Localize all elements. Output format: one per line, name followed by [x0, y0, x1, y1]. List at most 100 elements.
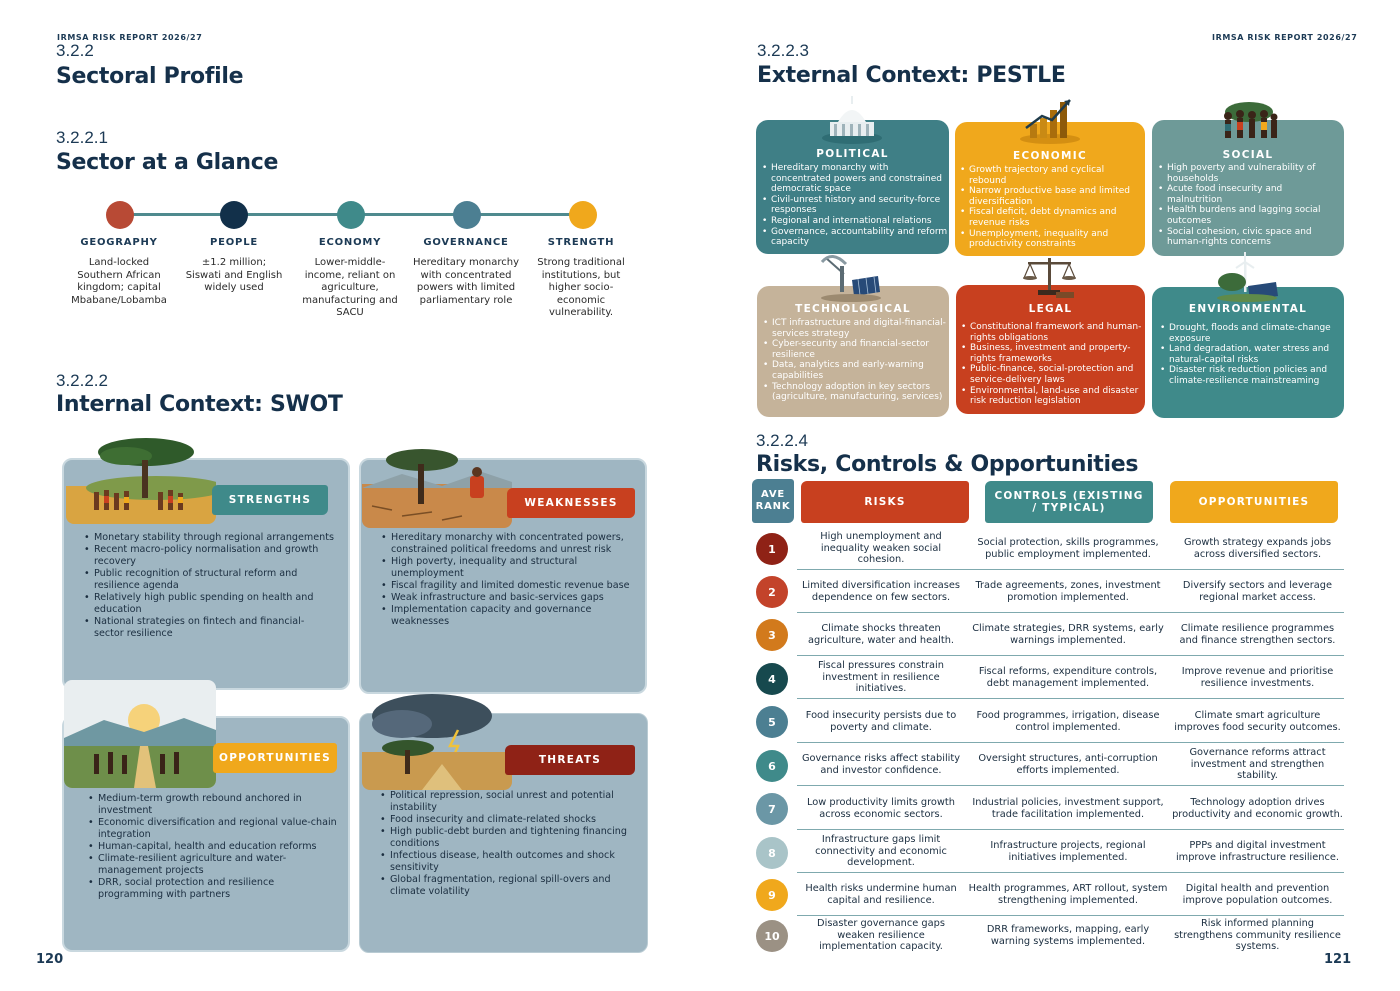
- glance-text: Lower-middle-income, reliant on agricult…: [302, 257, 398, 318]
- risk-cell: Food insecurity persists due to poverty …: [805, 709, 957, 733]
- pestle-item: Narrow productive base and limited diver…: [960, 186, 1144, 207]
- pestle-item: Land degradation, water stress and natur…: [1160, 344, 1340, 365]
- people-group-icon: [1224, 102, 1278, 138]
- justice-scales-icon: [1023, 258, 1076, 298]
- pestle-item: Fiscal deficit, debt dynamics and revenu…: [960, 207, 1144, 228]
- rank-badge: 8: [756, 837, 788, 869]
- pestle-card-title: TECHNOLOGICAL: [795, 303, 911, 315]
- column-header-rank: AVE RANK: [752, 479, 794, 523]
- table-row: Low productivity limits growth across ec…: [797, 787, 1344, 830]
- glance-label: PEOPLE: [210, 237, 258, 248]
- swot-item: Monetary stability through regional arra…: [84, 532, 334, 544]
- section-title-sectoral: Sectoral Profile: [56, 64, 244, 89]
- rank-badge: 7: [756, 793, 788, 825]
- control-cell: Fiscal reforms, expenditure controls, de…: [978, 665, 1158, 689]
- acacia-tree-icon: [66, 438, 216, 524]
- pestle-environmental-card: ENVIRONMENTAL Drought, floods and climat…: [1152, 287, 1344, 418]
- weaknesses-illustration: [362, 436, 512, 528]
- pestle-card-title: POLITICAL: [816, 148, 889, 160]
- opportunity-cell: Risk informed planning strengthens commu…: [1174, 917, 1341, 953]
- pestle-item: Civil-unrest history and security-force …: [762, 195, 948, 216]
- control-cell: Infrastructure projects, regional initia…: [990, 839, 1146, 863]
- table-row: Climate shocks threaten agriculture, wat…: [797, 613, 1344, 656]
- rank-badge: 2: [756, 576, 788, 608]
- glance-text: ±1.2 million; Siswati and English widely…: [185, 257, 283, 293]
- opportunity-cell: Governance reforms attract investment an…: [1189, 746, 1326, 782]
- risk-cell: High unemployment and inequality weaken …: [820, 530, 942, 566]
- risk-cell: Fiscal pressures constrain investment in…: [817, 659, 944, 695]
- swot-threats-banner: THREATS: [505, 745, 635, 775]
- glance-label: ECONOMY: [318, 237, 382, 248]
- opportunity-cell: PPPs and digital investment improve infr…: [1175, 839, 1340, 863]
- pestle-item: ICT infrastructure and digital-financial…: [763, 318, 947, 339]
- glance-item-geography: GEOGRAPHY Land-locked Southern African k…: [60, 237, 178, 307]
- risk-cell: Health risks undermine human capital and…: [805, 882, 957, 906]
- swot-item: Weak infrastructure and basic-services g…: [381, 592, 637, 604]
- section-title-glance: Sector at a Glance: [56, 150, 279, 175]
- risk-cell: Limited diversification increases depend…: [801, 579, 961, 603]
- pestle-card-title: LEGAL: [1028, 303, 1073, 315]
- pestle-item: Health burdens and lagging social outcom…: [1158, 205, 1340, 226]
- page-number-left: 120: [36, 952, 64, 967]
- table-row: Food insecurity persists due to poverty …: [797, 700, 1344, 743]
- swot-item: Climate-resilient agriculture and water-…: [88, 853, 338, 877]
- swot-item: High public-debt burden and tightening f…: [380, 826, 632, 850]
- rank-badge: 9: [756, 879, 788, 911]
- pestle-card-title: ECONOMIC: [1013, 150, 1087, 162]
- report-header-right: IRMSA RISK REPORT 2026/27: [1212, 33, 1358, 42]
- swot-item: Relatively high public spending on healt…: [84, 592, 334, 616]
- rank-badge: 6: [756, 750, 788, 782]
- rank-badge: 1: [756, 533, 788, 565]
- risk-cell: Low productivity limits growth across ec…: [807, 796, 955, 820]
- pestle-item: Public-finance, social-protection and se…: [961, 364, 1143, 385]
- satellite-solar-icon: [820, 255, 881, 302]
- table-row: Infrastructure gaps limit connectivity a…: [797, 830, 1344, 873]
- column-header-opportunities: OPPORTUNITIES: [1170, 481, 1338, 523]
- column-header-controls: CONTROLS (EXISTING / TYPICAL): [985, 481, 1153, 523]
- rank-badge: 3: [756, 619, 788, 651]
- pestle-political-list: Hereditary monarchy with concentrated po…: [762, 163, 948, 248]
- control-cell: Trade agreements, zones, investment prom…: [975, 579, 1161, 603]
- control-cell: Health programmes, ART rollout, system s…: [968, 882, 1168, 906]
- pestle-item: Cyber-security and financial-sector resi…: [763, 339, 947, 360]
- opportunity-cell: Technology adoption drives productivity …: [1172, 796, 1343, 820]
- glance-text: Hereditary monarchy with concentrated po…: [412, 257, 520, 306]
- risk-cell: Climate shocks threaten agriculture, wat…: [807, 622, 955, 646]
- pestle-item: Business, investment and property-rights…: [961, 343, 1143, 364]
- swot-item: Recent macro-policy normalisation and gr…: [84, 544, 334, 568]
- swot-threats-list: Political repression, social unrest and …: [380, 790, 632, 898]
- table-row: Health risks undermine human capital and…: [797, 873, 1344, 916]
- sunrise-path-icon: [64, 680, 216, 788]
- glance-dot-geography: [106, 201, 134, 229]
- pestle-item: Growth trajectory and cyclical rebound: [960, 165, 1144, 186]
- swot-item: Economic diversification and regional va…: [88, 817, 338, 841]
- swot-item: National strategies on fintech and finan…: [84, 616, 334, 640]
- control-cell: Food programmes, irrigation, disease con…: [976, 709, 1160, 733]
- table-row: High unemployment and inequality weaken …: [797, 527, 1344, 570]
- pestle-item: Unemployment, inequality and productivit…: [960, 229, 1144, 250]
- swot-item: Fiscal fragility and limited domestic re…: [381, 580, 637, 592]
- glance-dot-governance: [453, 201, 481, 229]
- swot-item: Political repression, social unrest and …: [380, 790, 632, 814]
- pestle-item: Disaster risk reduction policies and cli…: [1160, 365, 1340, 386]
- swot-item: High poverty, inequality and structural …: [381, 556, 637, 580]
- pestle-item: Governance, accountability and reform ca…: [762, 227, 948, 248]
- pestle-item: Acute food insecurity and malnutrition: [1158, 184, 1340, 205]
- glance-text: Land-locked Southern African kingdom; ca…: [71, 257, 167, 306]
- pestle-card-title: SOCIAL: [1222, 149, 1274, 161]
- swot-item: Global fragmentation, regional spill-ove…: [380, 874, 632, 898]
- pestle-legal-list: Constitutional framework and human-right…: [961, 322, 1143, 407]
- section-title-risks: Risks, Controls & Opportunities: [756, 452, 1139, 477]
- glance-text: Strong traditional institutions, but hig…: [537, 257, 625, 318]
- glance-item-people: PEOPLE ±1.2 million; Siswati and English…: [175, 237, 293, 295]
- glance-item-governance: GOVERNANCE Hereditary monarchy with conc…: [407, 237, 525, 307]
- dry-tree-icon: [362, 449, 512, 528]
- pestle-social-list: High poverty and vulnerability of househ…: [1158, 163, 1340, 248]
- table-row: Limited diversification increases depend…: [797, 570, 1344, 613]
- swot-opportunities-banner: OPPORTUNITIES: [213, 743, 337, 773]
- capitol-building-icon: [822, 96, 882, 144]
- storm-cloud-icon: [362, 694, 512, 790]
- control-cell: Social protection, skills programmes, pu…: [977, 536, 1159, 560]
- swot-opportunities-list: Medium-term growth rebound anchored in i…: [88, 793, 338, 901]
- pestle-item: Constitutional framework and human-right…: [961, 322, 1143, 343]
